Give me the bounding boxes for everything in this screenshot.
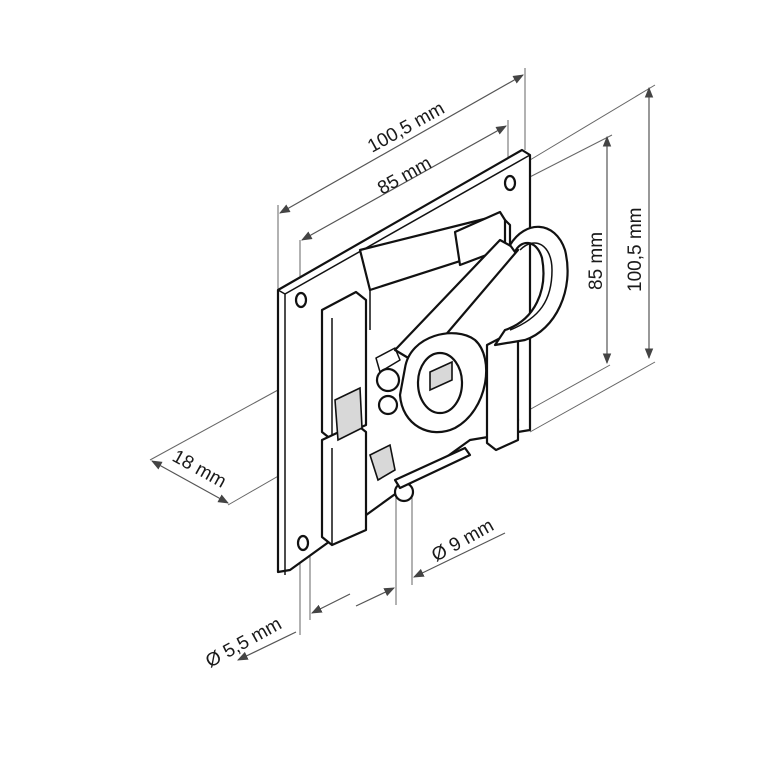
dim-depth: 18 mm bbox=[169, 446, 230, 493]
dim-right-overall: 100,5 mm bbox=[625, 208, 646, 292]
dim-top-overall: 100,5 mm bbox=[364, 98, 448, 157]
dim-hole-large: Ø 9 mm bbox=[428, 515, 497, 566]
dim-right-inner: 85 mm bbox=[586, 232, 607, 290]
dim-top-inner: 85 mm bbox=[374, 153, 435, 200]
dimension-lines bbox=[151, 74, 654, 661]
hinge-bracket bbox=[320, 210, 520, 547]
adjuster-wheel bbox=[375, 332, 488, 434]
